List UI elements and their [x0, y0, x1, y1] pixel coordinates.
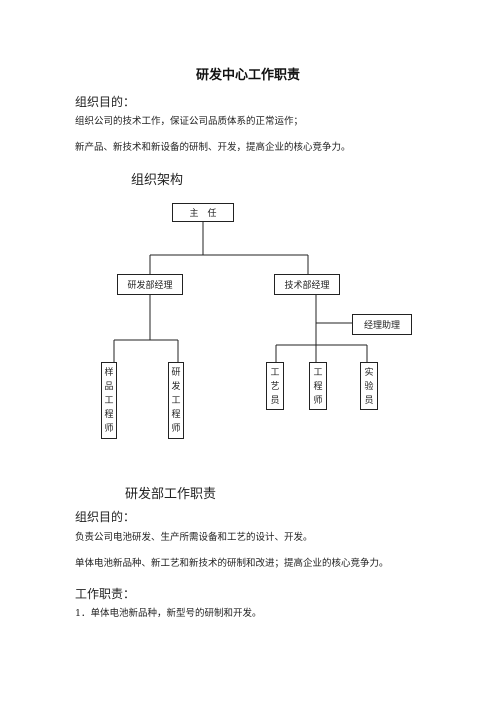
org-box-tech-manager: 技术部经理 — [274, 274, 340, 295]
center-purpose-line-2: 新产品、新技术和新设备的研制、开发，提高企业的核心竞争力。 — [75, 142, 351, 153]
org-label-engineer: 工程师 — [313, 368, 323, 406]
rd-purpose-line-2: 单体电池新品种、新工艺和新技术的研制和改进；提高企业的核心竞争力。 — [75, 558, 389, 569]
center-purpose-line-1: 组织公司的技术工作，保证公司品质体系的正常运作； — [75, 116, 304, 127]
org-label-manager-assistant: 经理助理 — [363, 321, 400, 331]
org-box-rd-engineer: 研发工程师 — [168, 362, 184, 439]
org-box-director: 主 任 — [172, 203, 234, 222]
org-label-lab-technician: 实验员 — [364, 368, 374, 406]
rd-duties-heading: 工作职责： — [75, 587, 136, 601]
org-label-tech-manager: 技术部经理 — [284, 281, 330, 291]
org-structure-heading: 组织架构 — [131, 173, 184, 188]
org-label-process-engineer: 工艺员 — [270, 368, 280, 406]
rd-purpose-line-1: 负责公司电池研发、生产所需设备和工艺的设计、开发。 — [75, 532, 313, 543]
page-title: 研发中心工作职责 — [195, 68, 300, 83]
org-box-engineer: 工程师 — [309, 362, 327, 410]
org-box-process-engineer: 工艺员 — [266, 362, 284, 410]
org-box-lab-technician: 实验员 — [360, 362, 378, 410]
org-label-sample-engineer: 样品工程师 — [104, 368, 114, 434]
org-label-rd-manager: 研发部经理 — [127, 281, 173, 291]
org-box-rd-manager: 研发部经理 — [117, 274, 183, 295]
org-box-sample-engineer: 样品工程师 — [101, 362, 117, 439]
org-box-manager-assistant: 经理助理 — [352, 314, 412, 335]
rd-duty-1: 1．单体电池新品种，新型号的研制和开发。 — [75, 608, 262, 619]
rd-dept-heading: 研发部工作职责 — [125, 487, 217, 502]
org-label-director: 主 任 — [189, 209, 217, 219]
rd-purpose-heading: 组织目的： — [75, 510, 136, 524]
org-label-rd-engineer: 研发工程师 — [171, 368, 181, 434]
center-purpose-heading: 组织目的： — [75, 95, 136, 109]
